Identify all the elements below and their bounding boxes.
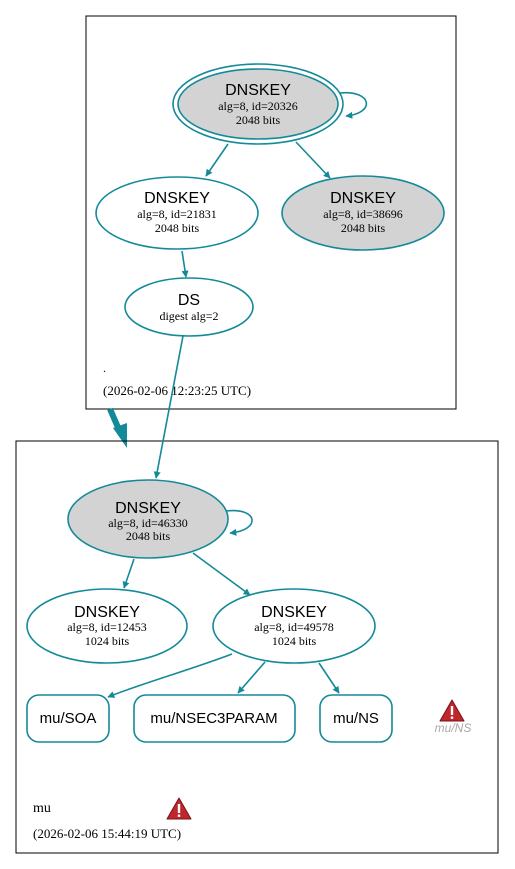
root-ksk-title: DNSKEY — [225, 82, 291, 99]
root-zsk-b-bits: 2048 bits — [341, 221, 386, 235]
root-zsk-a-alg: alg=8, id=21831 — [137, 207, 217, 221]
mu-zone-label: mu — [33, 801, 51, 816]
mu-ksk-title: DNSKEY — [115, 500, 181, 517]
root-zsk-a-title: DNSKEY — [144, 190, 210, 207]
mu-ksk-bits: 2048 bits — [126, 529, 171, 543]
root-ksk-node: DNSKEY alg=8, id=20326 2048 bits — [172, 63, 344, 145]
mu-ksk-node: DNSKEY alg=8, id=46330 2048 bits — [67, 479, 229, 559]
mu-zsk-a-node: DNSKEY alg=8, id=12453 1024 bits — [26, 588, 188, 664]
edge-root-zsk-a-to-ds — [181, 250, 189, 278]
root-zone-box — [85, 15, 457, 410]
mu-ksk-alg: alg=8, id=46330 — [108, 516, 188, 530]
root-zone-label: . — [103, 361, 106, 375]
root-ds-node: DS digest alg=2 — [124, 277, 254, 337]
root-zsk-b-node: DNSKEY alg=8, id=38696 2048 bits — [281, 175, 445, 251]
edge-mu-ksk-to-zsk-a — [122, 558, 135, 589]
ns-warning-caption: mu/NS — [435, 721, 472, 735]
edge-mu-zsk-b-to-ns — [318, 662, 340, 694]
root-ksk-bits: 2048 bits — [236, 113, 281, 127]
mu-zone-timestamp: (2026-02-06 15:44:19 UTC) — [33, 826, 181, 841]
zone-warning-triangle-icon — [166, 797, 192, 820]
rrset-nsec3param: mu/NSEC3PARAM — [133, 694, 296, 743]
mu-ksk-self-edge — [225, 509, 253, 536]
rrset-nsec3param-label: mu/NSEC3PARAM — [150, 710, 277, 727]
mu-zsk-b-node: DNSKEY alg=8, id=49578 1024 bits — [212, 588, 376, 664]
mu-zsk-b-title: DNSKEY — [261, 604, 327, 621]
mu-zsk-b-bits: 1024 bits — [272, 634, 317, 648]
root-ds-digest: digest alg=2 — [159, 309, 218, 323]
root-zsk-b-title: DNSKEY — [330, 190, 396, 207]
root-ksk-alg: alg=8, id=20326 — [218, 99, 298, 113]
root-zsk-b-alg: alg=8, id=38696 — [323, 207, 403, 221]
rrset-soa: mu/SOA — [26, 694, 110, 743]
root-ksk-self-edge — [339, 92, 368, 119]
rrset-soa-label: mu/SOA — [40, 710, 97, 727]
edge-ds-to-mu-ksk — [153, 335, 184, 479]
mu-zsk-a-alg: alg=8, id=12453 — [67, 620, 147, 634]
edge-root-ksk-to-zsk-b — [295, 141, 331, 179]
mu-zone-box — [15, 440, 499, 854]
edge-mu-ksk-to-zsk-b — [192, 552, 251, 596]
mu-zsk-a-bits: 1024 bits — [85, 634, 130, 648]
mu-zsk-b-alg: alg=8, id=49578 — [254, 620, 334, 634]
mu-zsk-a-title: DNSKEY — [74, 604, 140, 621]
root-zone-timestamp: (2026-02-06 12:23:25 UTC) — [103, 383, 251, 398]
delegation-arrow — [107, 407, 127, 448]
edge-mu-zsk-b-to-nsec3param — [237, 661, 266, 694]
root-zsk-a-bits: 2048 bits — [155, 221, 200, 235]
root-ds-title: DS — [178, 292, 200, 309]
rrset-ns-label: mu/NS — [333, 710, 379, 727]
edge-root-ksk-to-zsk-a — [205, 143, 229, 177]
ns-warning-triangle-icon — [439, 699, 465, 722]
edge-mu-zsk-b-to-soa — [107, 653, 233, 698]
root-zsk-a-node: DNSKEY alg=8, id=21831 2048 bits — [95, 176, 259, 250]
rrset-ns: mu/NS — [319, 694, 393, 743]
